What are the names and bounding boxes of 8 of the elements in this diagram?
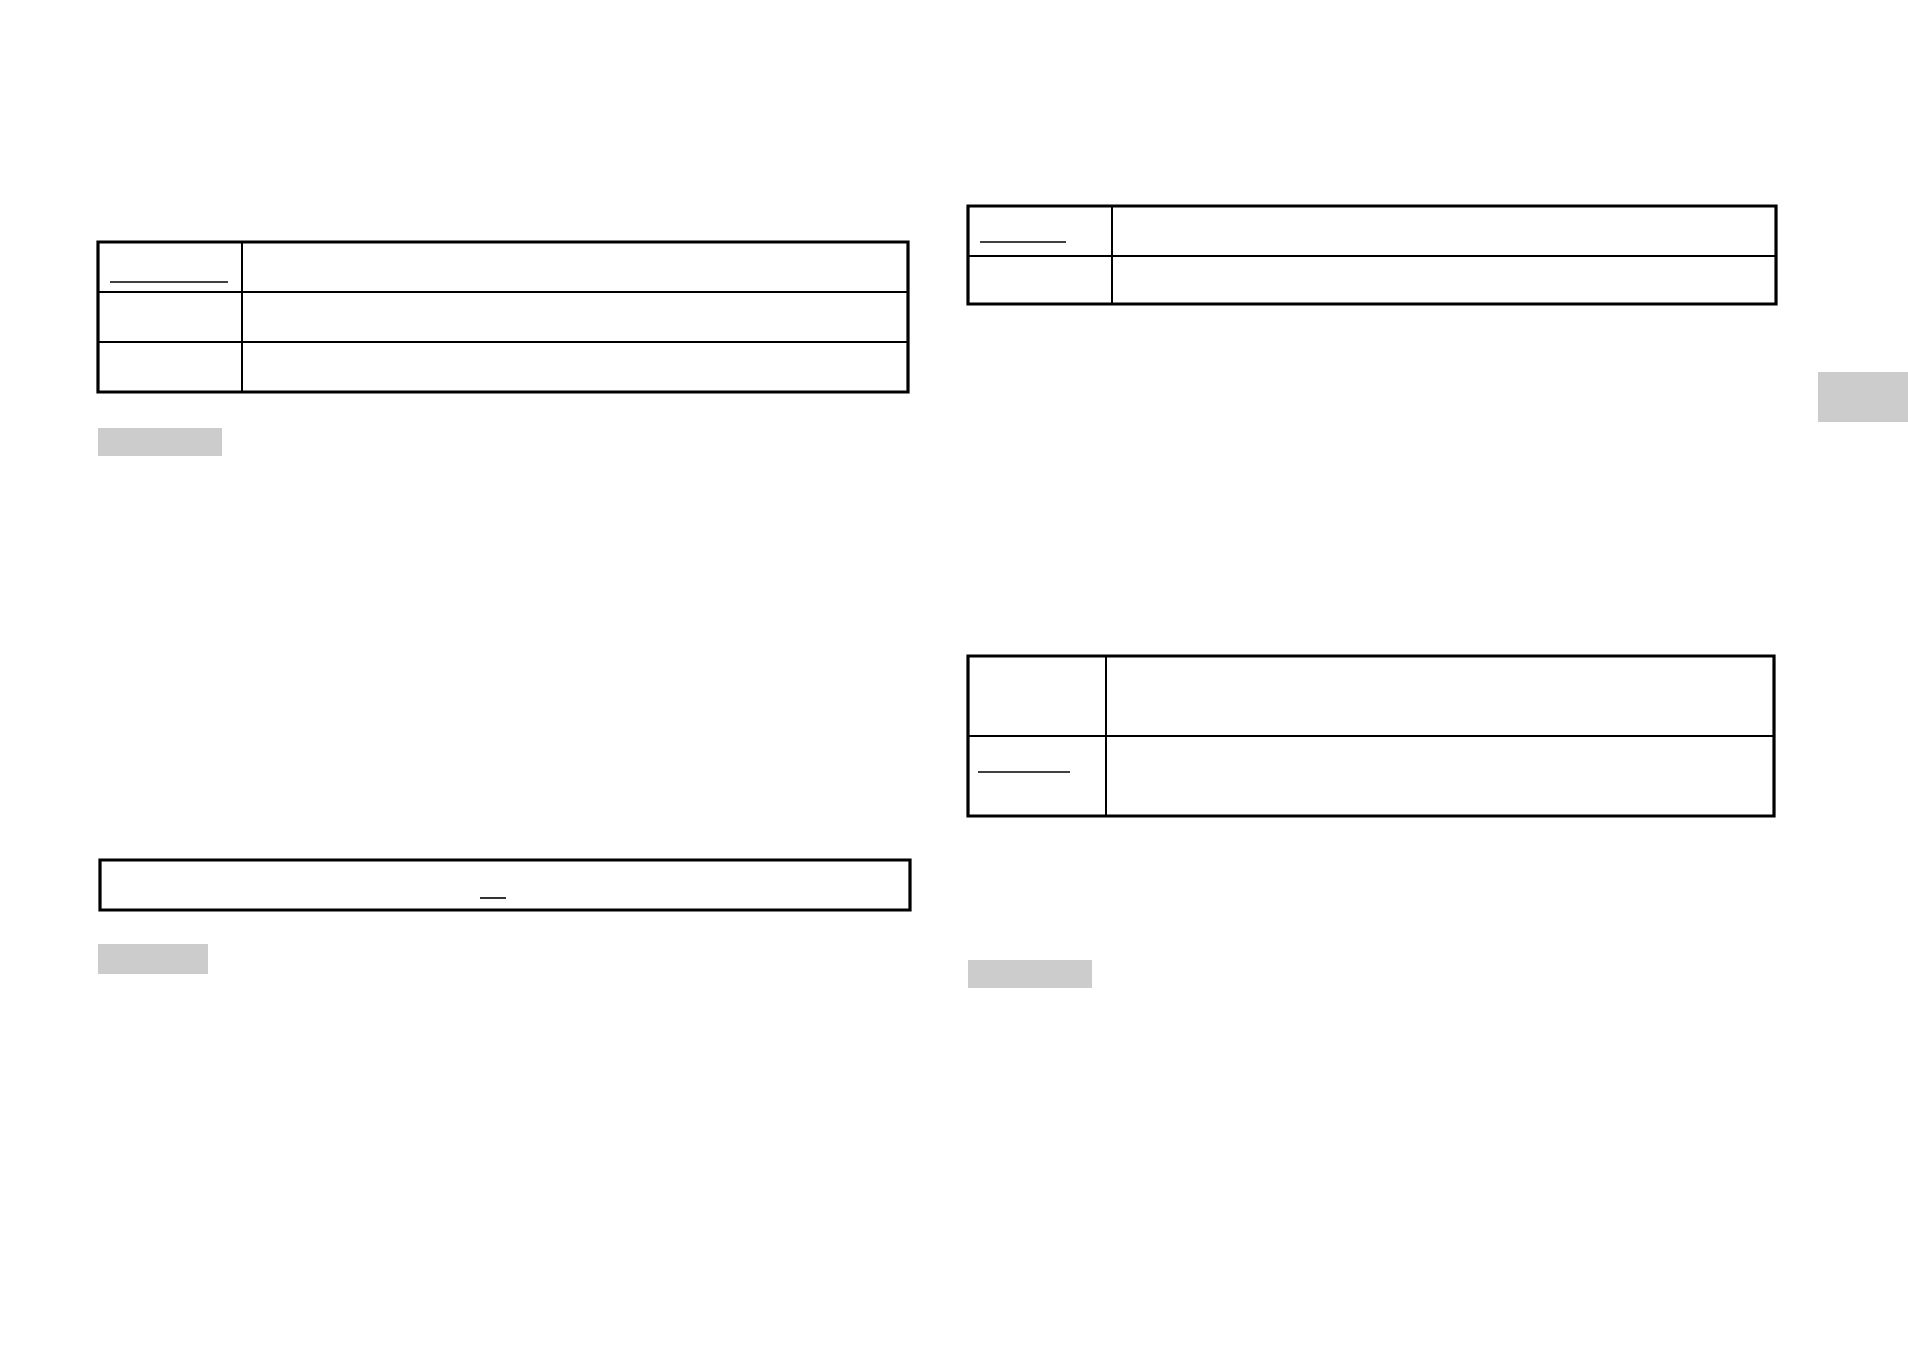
tab-bar <box>98 944 208 974</box>
table <box>966 654 1776 818</box>
tab-bar <box>1818 372 1908 422</box>
table <box>98 858 912 912</box>
table <box>966 204 1778 306</box>
table <box>96 240 910 394</box>
tab-bar <box>968 960 1092 988</box>
tab-bar <box>98 428 222 456</box>
